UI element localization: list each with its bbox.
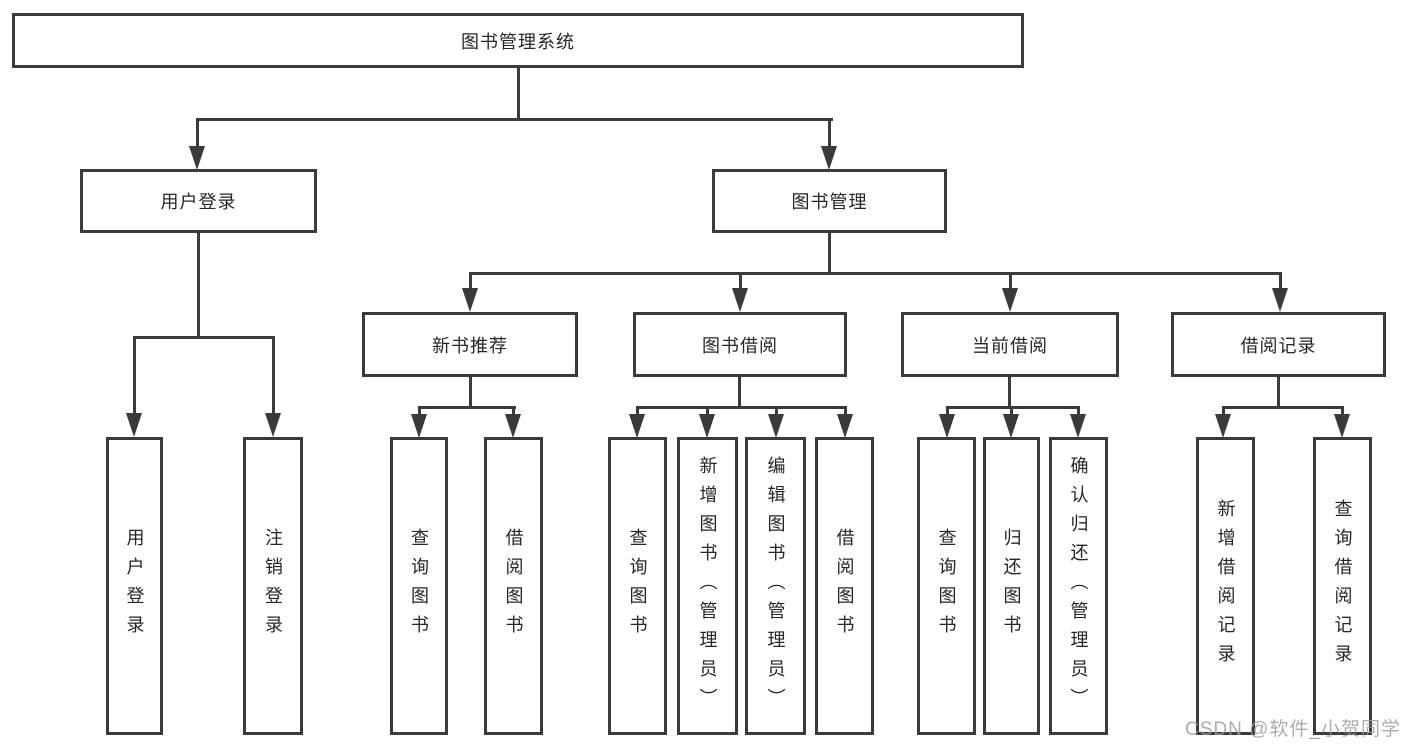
node-borrow-record-label: 借阅记录 (1240, 335, 1317, 356)
edge-g4-stem (1279, 272, 1282, 289)
arrow-down-icon (1215, 414, 1231, 438)
edge-g2-leaf2-stem (706, 406, 709, 416)
arrow-down-icon (1003, 414, 1019, 438)
node-book-borrow-label: 图书借阅 (702, 335, 778, 356)
node-logout-leaf-label: 注销登录 (263, 528, 283, 644)
edge-g1-vline (469, 376, 472, 409)
arrow-down-icon (505, 414, 521, 438)
node-add-book-admin-label: 新增图书（管理员） (697, 455, 718, 717)
node-book-borrow: 图书借阅 (633, 312, 847, 377)
node-book-mgmt: 图书管理 (712, 169, 947, 233)
arrow-down-icon (1272, 288, 1288, 312)
edge-g2-stem (739, 272, 742, 289)
edge-g2-leaf1-stem (636, 406, 639, 416)
node-confirm-return-admin: 确认归还（管理员） (1049, 437, 1108, 735)
node-new-book-recommend: 新书推荐 (362, 312, 578, 377)
arrow-down-icon (265, 413, 281, 437)
edge-login-leaf1-stem (133, 336, 136, 414)
node-return-book: 归还图书 (983, 437, 1040, 735)
edge-root-vline (517, 67, 520, 120)
arrow-down-icon (699, 414, 715, 438)
edge-level3-hline (469, 272, 1282, 275)
node-current-borrow-label: 当前借阅 (972, 335, 1048, 356)
edge-g3-leaf1-stem (946, 406, 949, 416)
node-add-book-admin: 新增图书（管理员） (677, 437, 738, 735)
arrow-down-icon (189, 146, 205, 170)
edge-g2-leaf4-stem (844, 406, 847, 416)
edge-g4-hline (1222, 406, 1344, 409)
edge-mgmt-vline (828, 232, 831, 275)
node-user-login-leaf: 用户登录 (106, 437, 163, 735)
node-new-book-recommend-label: 新书推荐 (432, 335, 508, 356)
node-user-login-leaf-label: 用户登录 (124, 528, 145, 644)
node-current-borrow: 当前借阅 (901, 312, 1119, 377)
edge-g3-leaf2-stem (1010, 406, 1013, 416)
arrow-down-icon (768, 414, 784, 438)
node-user-login-label: 用户登录 (160, 192, 237, 212)
node-root: 图书管理系统 (12, 13, 1024, 68)
arrow-down-icon (126, 413, 142, 437)
node-logout-leaf: 注销登录 (243, 437, 303, 735)
node-borrow-record: 借阅记录 (1171, 312, 1386, 377)
edge-g4-vline (1277, 376, 1280, 409)
node-add-borrow-record-label: 新增借阅记录 (1215, 499, 1236, 673)
arrow-down-icon (939, 414, 955, 438)
arrow-down-icon (1002, 288, 1018, 312)
arrow-down-icon (1334, 414, 1350, 438)
edge-login-stem (196, 118, 199, 150)
edge-g2-hline (636, 406, 847, 409)
node-query-borrow-record-label: 查询借阅记录 (1332, 499, 1353, 673)
edge-login-vline (197, 232, 200, 336)
arrow-down-icon (629, 414, 645, 438)
node-borrow-books-2-label: 借阅图书 (834, 528, 855, 644)
edge-g1-leaf1-stem (418, 406, 421, 416)
node-query-books-3: 查询图书 (917, 437, 976, 735)
edge-login-hline (133, 336, 275, 339)
edge-g4-leaf1-stem (1222, 406, 1225, 416)
edge-g1-leaf2-stem (512, 406, 515, 416)
node-return-book-label: 归还图书 (1001, 528, 1022, 644)
node-root-label: 图书管理系统 (461, 31, 575, 52)
watermark: CSDN @软件_小贺同学 (1185, 719, 1401, 740)
node-query-books-1-label: 查询图书 (409, 528, 429, 644)
arrow-down-icon (462, 288, 478, 312)
edge-g3-hline (946, 406, 1080, 409)
arrow-down-icon (411, 414, 427, 438)
edge-mgmt-stem (828, 118, 831, 150)
node-edit-book-admin-label: 编辑图书（管理员） (765, 455, 786, 717)
node-edit-book-admin: 编辑图书（管理员） (745, 437, 806, 735)
arrow-down-icon (837, 414, 853, 438)
node-query-books-2-label: 查询图书 (627, 528, 648, 644)
node-confirm-return-admin-label: 确认归还（管理员） (1068, 455, 1089, 717)
edge-g3-vline (1008, 376, 1011, 409)
arrow-down-icon (1070, 414, 1086, 438)
node-user-login: 用户登录 (80, 169, 317, 233)
edge-g1-stem (469, 272, 472, 289)
edge-g3-stem (1009, 272, 1012, 289)
node-borrow-books-2: 借阅图书 (815, 437, 874, 735)
arrow-down-icon (732, 288, 748, 312)
node-query-books-1: 查询图书 (390, 437, 448, 735)
node-query-books-2: 查询图书 (608, 437, 667, 735)
node-book-mgmt-label: 图书管理 (791, 192, 868, 212)
edge-g1-hline (418, 406, 516, 409)
node-query-borrow-record: 查询借阅记录 (1313, 437, 1372, 735)
edge-g2-vline (738, 376, 741, 409)
edge-level1-hline (196, 118, 833, 121)
edge-g2-leaf3-stem (775, 406, 778, 416)
edge-g3-leaf3-stem (1077, 406, 1080, 416)
node-borrow-books-1: 借阅图书 (484, 437, 543, 735)
node-add-borrow-record: 新增借阅记录 (1196, 437, 1255, 735)
node-borrow-books-1-label: 借阅图书 (503, 528, 524, 644)
arrow-down-icon (821, 146, 837, 170)
edge-g4-leaf2-stem (1341, 406, 1344, 416)
node-query-books-3-label: 查询图书 (936, 528, 957, 644)
edge-login-leaf2-stem (272, 336, 275, 414)
